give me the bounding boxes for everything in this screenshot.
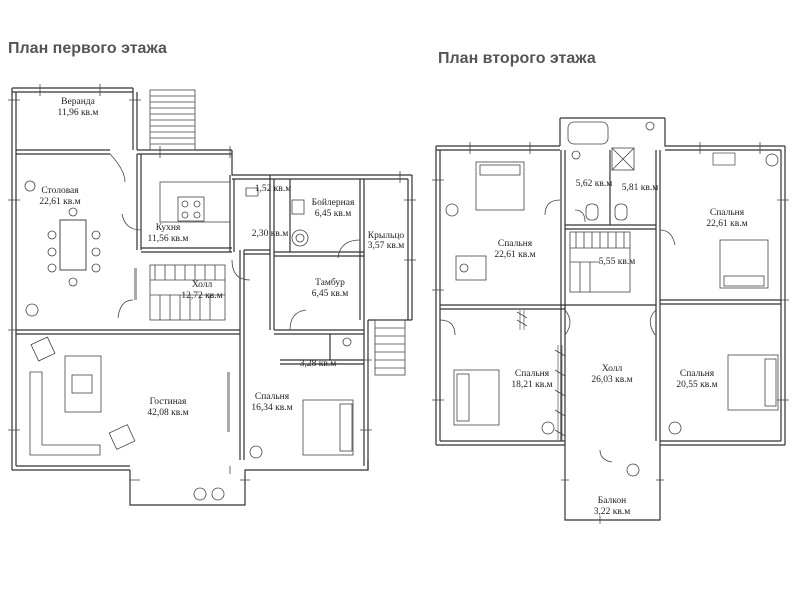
- hall-area: 12,72 кв.м: [181, 291, 222, 301]
- porch-area: 3,57 кв.м: [368, 241, 405, 251]
- dining-area: 22,61 кв.м: [39, 197, 80, 207]
- kitchen-area: 11,56 кв.м: [148, 234, 189, 244]
- balcony-area: 3,22 кв.м: [594, 507, 631, 517]
- vestibule-name: Тамбур: [315, 277, 345, 288]
- vestibule-area: 6,45 кв.м: [312, 289, 349, 299]
- second-floor-title: План второго этажа: [438, 50, 596, 67]
- wc-area: 1,52 кв.м: [255, 184, 292, 194]
- closet-area: 2,30 кв.м: [252, 229, 289, 239]
- bedroom1-area: 16,34 кв.м: [251, 403, 292, 413]
- dining-name: Столовая: [41, 186, 79, 196]
- second-floor-plan: Спальня 22,61 кв.м 5,62 кв.м 5,81 кв.м С…: [432, 117, 789, 524]
- bedroom-b-area: 22,61 кв.м: [706, 219, 747, 229]
- veranda-name: Веранда: [61, 97, 95, 107]
- stair-hall-area: 5,55 кв.м: [599, 257, 636, 267]
- first-floor-plan: Веранда 11,96 кв.м Столовая 22,61 кв.м К…: [8, 84, 416, 506]
- bath-a-area: 5,62 кв.м: [576, 179, 613, 189]
- first-floor-title: План первого этажа: [8, 40, 167, 57]
- hall-name: Холл: [192, 280, 213, 290]
- hall2-name: Холл: [602, 364, 623, 374]
- living-area: 42,08 кв.м: [147, 408, 188, 418]
- kitchen-name: Кухня: [156, 223, 181, 233]
- porch-name: Крыльцо: [368, 231, 405, 241]
- bedroom-a-name: Спальня: [498, 239, 533, 249]
- balcony-name: Балкон: [598, 496, 626, 506]
- boiler-area: 6,45 кв.м: [315, 209, 352, 219]
- bedroom-b-name: Спальня: [710, 208, 745, 218]
- veranda-area: 11,96 кв.м: [58, 108, 99, 118]
- bedroom-d-area: 20,55 кв.м: [676, 380, 717, 390]
- bedroom1-name: Спальня: [255, 392, 290, 402]
- bedroom-d-name: Спальня: [680, 369, 715, 379]
- bath-area: 3,28 кв.м: [300, 359, 337, 369]
- bedroom-a-area: 22,61 кв.м: [494, 250, 535, 260]
- bedroom-c-name: Спальня: [515, 369, 550, 379]
- hall2-area: 26,03 кв.м: [591, 375, 632, 385]
- bath-b-area: 5,81 кв.м: [622, 183, 659, 193]
- bedroom-c-area: 18,21 кв.м: [511, 380, 552, 390]
- boiler-name: Бойлерная: [312, 197, 355, 208]
- living-name: Гостиная: [150, 397, 187, 407]
